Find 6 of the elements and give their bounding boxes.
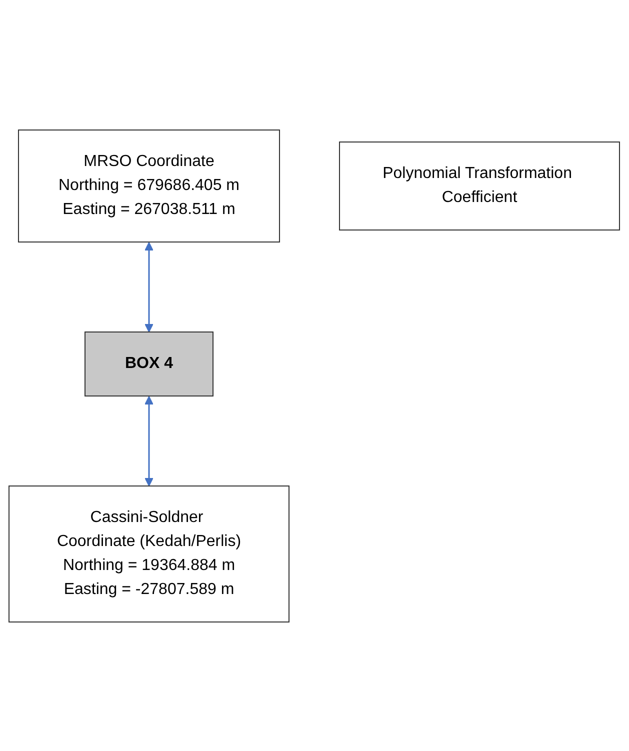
node-box: Cassini-Soldner Coordinate (Kedah/Perlis) Northing = 19364.884 m Easting = -27807.589 m [8,485,290,622]
arrow [144,396,154,486]
node-box: BOX 4 [84,331,214,396]
node-box: Polynomial Transformation Coefficient [339,141,620,230]
arrow [144,242,154,332]
node-box: MRSO Coordinate Northing = 679686.405 m Easting = 267038.511 m [18,129,280,242]
